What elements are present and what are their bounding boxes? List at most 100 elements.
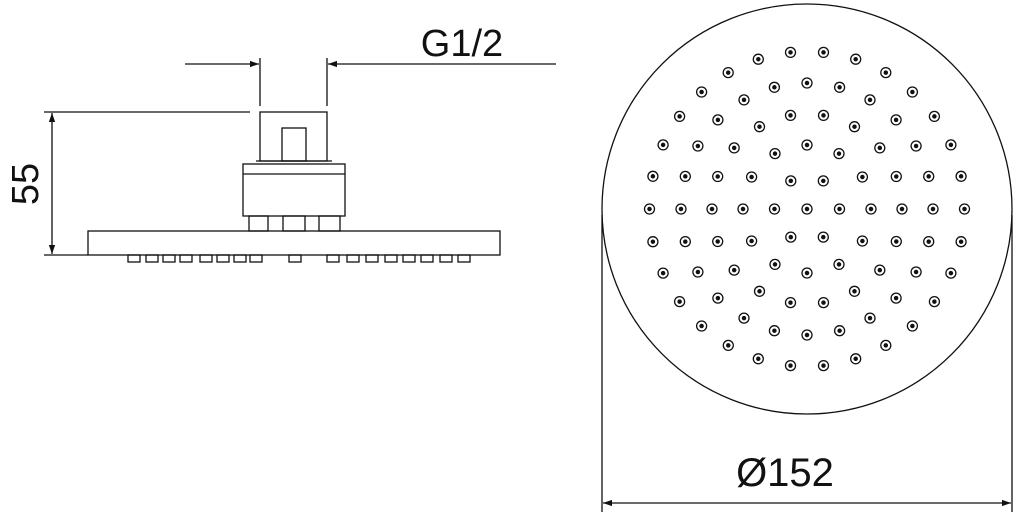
nozzle-dot xyxy=(677,114,682,119)
nozzle-outer xyxy=(833,147,845,160)
nozzle-dot xyxy=(660,270,666,276)
nozzle-dot xyxy=(660,142,666,148)
nozzle-outer xyxy=(848,121,861,133)
nozzle-dot xyxy=(683,239,688,244)
nozzle-bump xyxy=(326,254,340,263)
nozzle-outer xyxy=(737,203,749,215)
nozzle-outer xyxy=(722,66,734,79)
nozzle-outer xyxy=(768,203,781,215)
nozzle-outer xyxy=(675,203,687,215)
nozzle-outer xyxy=(817,46,830,59)
nozzle-dot xyxy=(821,113,826,118)
nozzle-dot xyxy=(899,206,905,212)
thread-dimension xyxy=(185,58,556,106)
nozzle-outer xyxy=(880,339,892,352)
nozzle-dot xyxy=(695,143,701,149)
nozzle-dot xyxy=(836,262,842,267)
nozzle-bump xyxy=(420,254,434,263)
nozzle-outer xyxy=(785,231,797,243)
nozzle-outer xyxy=(692,266,704,278)
nozzle-dot xyxy=(883,343,889,348)
nozzle-dot xyxy=(788,50,793,55)
nozzle-dot xyxy=(647,206,652,212)
nozzle-dot xyxy=(821,178,826,184)
nozzle-dot xyxy=(749,174,754,180)
nozzle-outer xyxy=(679,170,691,183)
nozzle-dot xyxy=(715,295,721,301)
nozzle-outer xyxy=(784,359,797,372)
nozzle-dot xyxy=(867,315,873,321)
nozzle-outer xyxy=(850,353,862,365)
nozzle-bumps xyxy=(127,254,471,263)
stem-right xyxy=(318,215,341,232)
nozzle-dot xyxy=(772,85,777,90)
nozzle-dot xyxy=(930,206,936,212)
nozzle-dot xyxy=(821,234,826,240)
nozzle-outer xyxy=(695,320,708,332)
nozzle-dot xyxy=(695,269,701,275)
nozzle-dot xyxy=(837,206,842,212)
nozzle-outer xyxy=(769,147,781,160)
nozzle-outer xyxy=(955,170,967,182)
nozzle-bump xyxy=(402,254,416,263)
nozzle-dot xyxy=(677,299,682,304)
nozzle-dot xyxy=(731,145,737,151)
nozzle-outer xyxy=(712,235,724,248)
nozzle-dot xyxy=(958,239,964,244)
nozzle-dot xyxy=(852,124,857,129)
nozzle-dot xyxy=(749,238,754,244)
nozzle-outer xyxy=(745,235,758,247)
nozzle-dot xyxy=(860,174,865,180)
nozzle-dot xyxy=(821,363,826,368)
nozzle-bump xyxy=(457,254,471,263)
nozzle-dot xyxy=(821,50,826,55)
nozzle-outer xyxy=(738,312,750,324)
nozzle-dot xyxy=(725,70,731,75)
nozzle-outer xyxy=(864,94,876,106)
nozzle-dot xyxy=(650,239,656,244)
nozzle-dot xyxy=(932,299,937,304)
nozzle-dot xyxy=(715,174,720,179)
nozzle-bump xyxy=(365,254,379,263)
nozzle-dot xyxy=(699,323,704,329)
nozzle-outer xyxy=(706,203,718,215)
nozzle-outer xyxy=(784,109,797,122)
nozzle-outer xyxy=(752,53,764,65)
nozzle-dot xyxy=(958,174,964,179)
nozzle-outer xyxy=(647,236,659,248)
nozzle-outer xyxy=(833,81,846,93)
nozzle-outer xyxy=(910,266,922,278)
nozzle-dot xyxy=(913,143,919,149)
nozzle-outer xyxy=(848,285,861,297)
nozzle-dot xyxy=(910,323,915,329)
nozzle-dot xyxy=(860,238,865,244)
nozzle-dot xyxy=(804,80,810,86)
nozzle-grid xyxy=(643,46,971,372)
nozzle-dot xyxy=(877,145,883,151)
nozzle-outer xyxy=(906,86,919,98)
nozzle-dot xyxy=(788,363,793,368)
nozzle-outer xyxy=(874,142,886,154)
nozzle-outer xyxy=(801,329,813,341)
nozzle-dot xyxy=(740,206,746,212)
nozzle-outer xyxy=(945,267,957,279)
nozzle-dot xyxy=(741,97,747,103)
nozzle-dot xyxy=(852,289,857,294)
nozzle-bump xyxy=(145,254,159,263)
nozzle-outer xyxy=(817,359,830,372)
nozzle-bump xyxy=(288,254,302,263)
nozzle-outer xyxy=(784,46,797,59)
nozzle-dot xyxy=(948,142,954,148)
nozzle-dot xyxy=(726,343,731,348)
diameter-label: Ø152 xyxy=(736,451,834,495)
nozzle-dot xyxy=(853,56,858,62)
shower-face-outline xyxy=(601,3,1013,415)
nozzle-outer xyxy=(768,81,781,93)
nozzle-outer xyxy=(864,312,876,324)
nozzle-dot xyxy=(877,267,883,273)
nozzle-dot xyxy=(894,174,899,179)
nozzle-dot xyxy=(788,178,794,184)
nozzle-outer xyxy=(910,140,922,152)
nozzle-outer xyxy=(890,170,902,183)
thread-connector xyxy=(259,111,328,162)
